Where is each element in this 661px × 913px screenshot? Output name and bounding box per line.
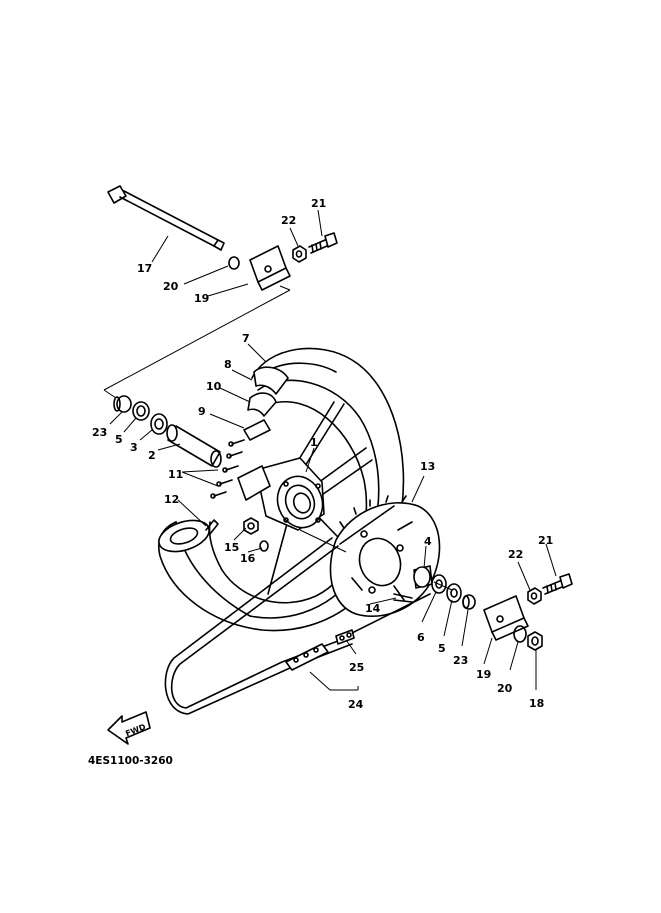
callout-5-right: 5 <box>438 642 446 655</box>
chain-adjuster-right <box>483 595 529 641</box>
chain-link-clip <box>335 629 355 645</box>
lock-washer <box>259 540 269 552</box>
adjuster-bolt-top <box>308 232 338 254</box>
callout-19-right: 19 <box>476 668 491 681</box>
rim-band <box>243 366 289 441</box>
callout-25: 25 <box>349 661 364 674</box>
spacer-right <box>413 565 433 589</box>
wheel-hub <box>237 457 325 531</box>
callout-5-left: 5 <box>115 433 123 446</box>
rear-axle <box>107 185 225 251</box>
drive-chain <box>164 505 431 715</box>
chain-joint <box>285 643 329 671</box>
drawing-code: 4ES1100-3260 <box>88 755 173 767</box>
valve-stem <box>205 519 219 535</box>
callout-20-right: 20 <box>497 682 513 695</box>
callout-13: 13 <box>420 460 435 473</box>
adjuster-nut-top <box>292 245 307 263</box>
callout-4: 4 <box>424 535 432 548</box>
callout-16: 16 <box>240 552 256 565</box>
callout-2: 2 <box>148 449 156 462</box>
callout-11: 11 <box>168 468 183 481</box>
callout-19-top: 19 <box>194 292 209 305</box>
callout-8: 8 <box>224 358 232 371</box>
collar-right <box>462 594 476 610</box>
callout-7: 7 <box>242 332 250 345</box>
hub-screws <box>210 439 245 499</box>
axle-nut <box>527 631 543 651</box>
callout-14: 14 <box>365 602 381 615</box>
collar-left <box>113 395 132 413</box>
bearing-left <box>150 413 168 435</box>
callout-17: 17 <box>137 262 152 275</box>
callout-20-top: 20 <box>163 280 179 293</box>
adjuster-bolt-right <box>542 573 573 595</box>
washer-right <box>513 625 527 643</box>
sprocket-bolt <box>393 593 413 603</box>
callout-1: 1 <box>310 436 318 449</box>
callout-9: 9 <box>198 405 206 418</box>
callout-23-right: 23 <box>453 654 468 667</box>
chain-adjuster-top <box>249 245 291 291</box>
oil-seal-left <box>132 401 150 421</box>
washer-top <box>228 256 240 270</box>
callout-23-left: 23 <box>92 426 107 439</box>
callout-15: 15 <box>224 541 239 554</box>
callout-21-top: 21 <box>311 197 326 210</box>
callout-10: 10 <box>206 380 222 393</box>
callout-18: 18 <box>529 697 544 710</box>
callout-22-top: 22 <box>281 214 296 227</box>
spacer-tube <box>166 424 222 468</box>
bearing-right <box>446 583 462 603</box>
adjuster-nut-right <box>527 587 542 605</box>
callout-22-right: 22 <box>508 548 523 561</box>
callout-12: 12 <box>164 493 179 506</box>
callout-24: 24 <box>348 698 364 711</box>
rear-wheel-tire <box>158 347 405 632</box>
sprocket-nut <box>243 517 259 535</box>
forward-direction-arrow: FWD <box>107 711 151 745</box>
callout-6: 6 <box>417 631 425 644</box>
callout-21-right: 21 <box>538 534 553 547</box>
callout-3: 3 <box>130 441 138 454</box>
